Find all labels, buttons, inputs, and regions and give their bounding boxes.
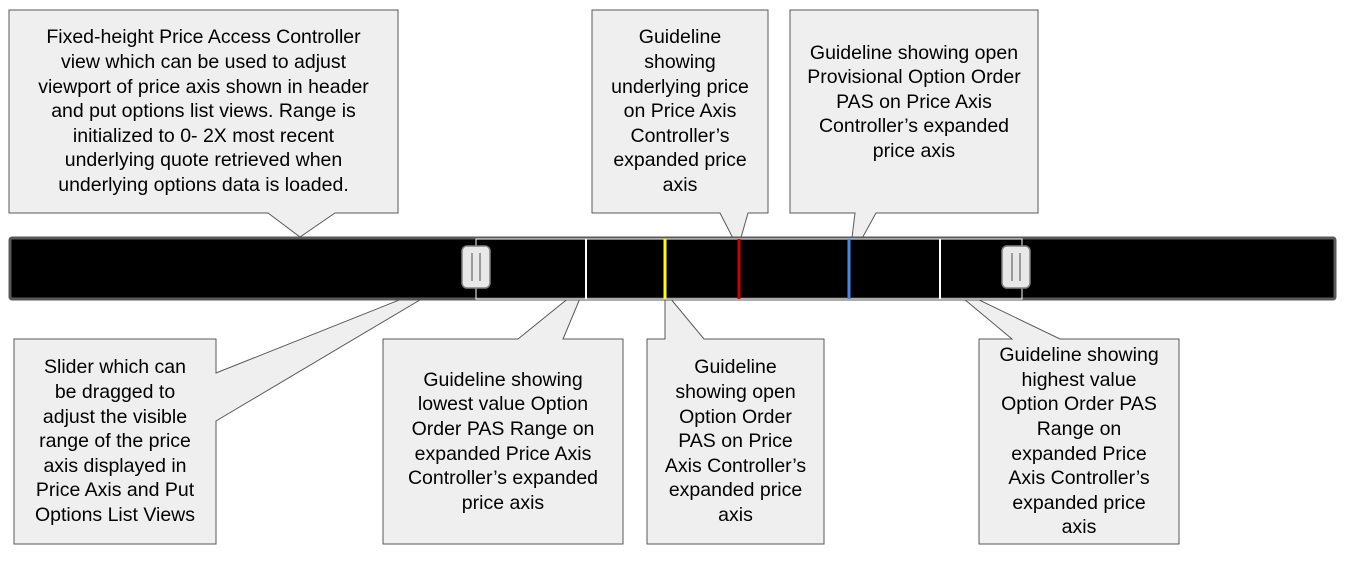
slider-callout xyxy=(13,274,463,545)
controller-callout xyxy=(8,9,399,238)
right-slider-handle[interactable] xyxy=(1001,245,1031,289)
price-access-controller-bar[interactable] xyxy=(8,236,1337,301)
highest-callout xyxy=(945,283,1180,545)
lowest-callout-text: Guideline showing lowest value Option Or… xyxy=(407,368,599,514)
grip-lines-icon xyxy=(1011,253,1021,281)
left-slider-handle[interactable] xyxy=(461,245,491,289)
lowest-callout xyxy=(382,283,624,545)
grip-lines-icon xyxy=(471,253,481,281)
open-order-callout xyxy=(646,290,825,545)
open-order-callout-text: Guideline showing open Option Order PAS … xyxy=(664,356,807,526)
controller-callout-text: Fixed-height Price Access Controller vie… xyxy=(38,26,369,196)
slider-callout-text: Slider which can be dragged to adjust th… xyxy=(34,356,196,526)
highest-callout-text: Guideline showing highest value Option O… xyxy=(999,344,1159,539)
underlying-callout-text: Guideline showing underlying price on Pr… xyxy=(611,26,749,196)
provisional-callout-text: Guideline showing open Provisional Optio… xyxy=(807,41,1021,162)
underlying-callout xyxy=(591,9,769,250)
